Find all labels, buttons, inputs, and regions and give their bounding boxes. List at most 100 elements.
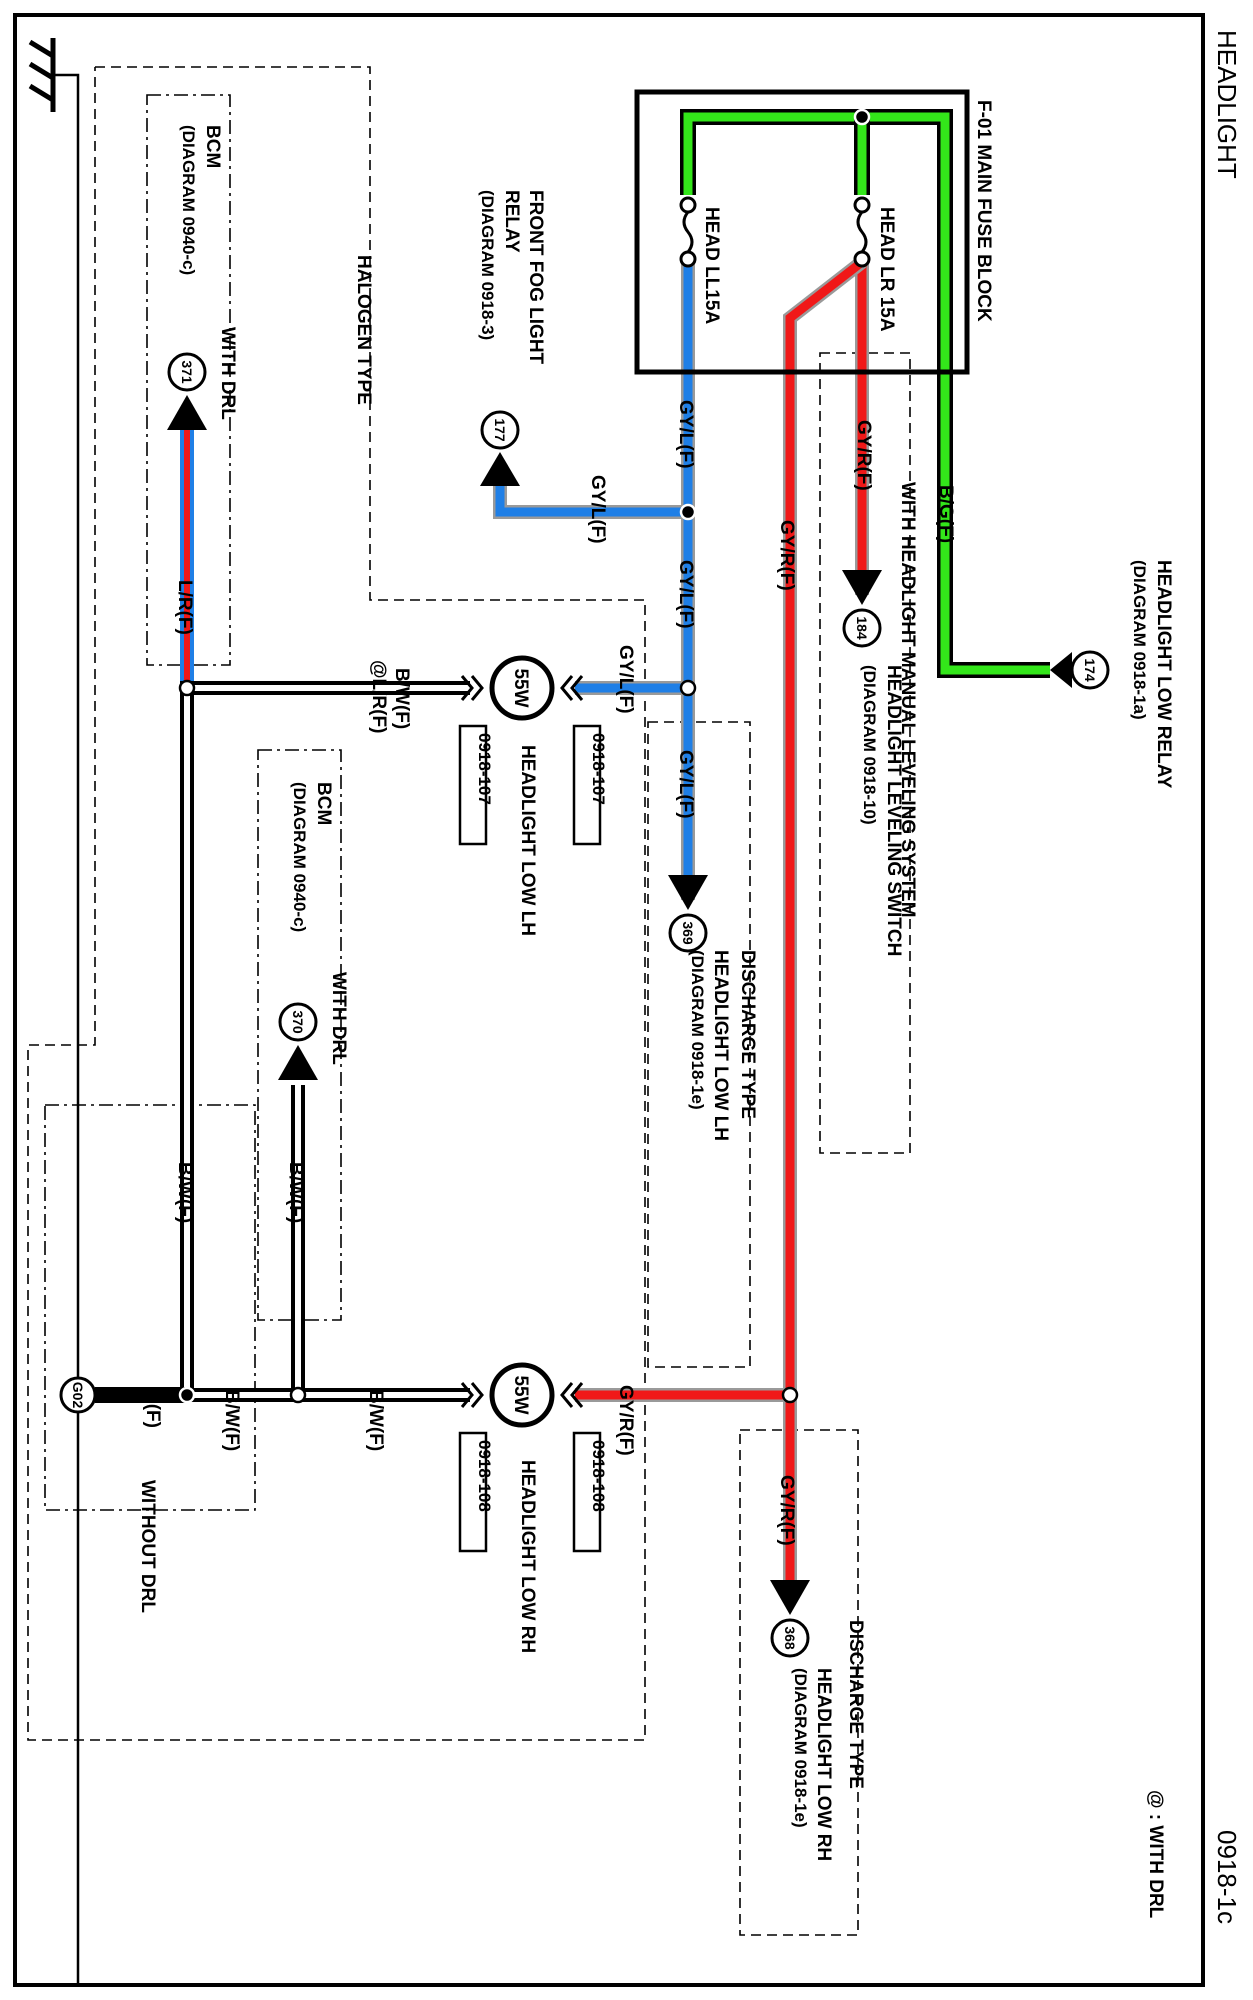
arrow-370-icon xyxy=(278,1045,318,1080)
connector-370-label: BCM xyxy=(313,782,334,825)
wire-label-bw-lh: B/W(F) xyxy=(391,668,412,729)
wire-label-gyr-lamp: GY/R(F) xyxy=(615,1385,636,1456)
connector-369-label: HEADLIGHT LOW LH xyxy=(710,950,731,1141)
connector-177-label2: RELAY xyxy=(501,190,522,253)
lamp-rh-connector-a: 0918-108 xyxy=(589,1440,608,1512)
arrow-174-icon xyxy=(1050,652,1072,688)
junction-bw-ground xyxy=(178,1386,196,1404)
lamp-rh-rating: 55W xyxy=(510,1375,531,1414)
fuses xyxy=(679,196,871,268)
wire-label-gyl-3: GY/L(F) xyxy=(675,750,696,819)
footnote-with-drl: @ : WITH DRL xyxy=(1145,1790,1166,1919)
lamp-lh-rating: 55W xyxy=(510,668,531,707)
junction-gyl-lamp xyxy=(679,679,697,697)
connector-371-id: 371 xyxy=(179,360,195,384)
wire-label-gyl-2: GY/L(F) xyxy=(675,560,696,629)
lamp-lh-connector-b: 0918-107 xyxy=(475,733,494,805)
connector-184-sub: (DIAGRAM 0918-10) xyxy=(860,665,879,825)
lamp-lh-chevron-left-a xyxy=(470,675,484,701)
connector-369-sub: (DIAGRAM 0918-1e) xyxy=(688,950,707,1110)
fuse-ll-label: HEAD LL15A xyxy=(701,207,722,324)
fuse-ll-icon-terminal-top xyxy=(679,196,697,214)
lamp-rh-connector-box-b xyxy=(458,1431,488,1553)
lamp-rh-chevron-left-b xyxy=(460,1382,474,1408)
lamp-rh-connector-b: 0918-108 xyxy=(475,1440,494,1512)
lamp-lh-chevron-right-b xyxy=(570,675,584,701)
connector-371-sub: (DIAGRAM 0940-c) xyxy=(179,125,198,275)
wire-label-bw-left: B/W(F) xyxy=(174,1162,195,1223)
fuse-lr-label: HEAD LR 15A xyxy=(876,207,897,332)
group-boxes xyxy=(27,66,911,1936)
connector-371-label: BCM xyxy=(202,125,223,168)
group-label-without-drl: WITHOUT DRL xyxy=(137,1480,158,1613)
fuse-ll-icon-element xyxy=(682,211,694,253)
group-label-manual-leveling: WITH HEADLIGHT MANUAL LEVELING SYSTEM xyxy=(897,482,918,918)
connector-labels: HEADLIGHT LOW RELAY (DIAGRAM 0918-1a) HE… xyxy=(179,125,1174,1861)
junction-gyl-fog xyxy=(679,503,697,521)
discharge-lh-box xyxy=(647,721,751,1368)
page-number: 0918-1c xyxy=(1212,1830,1242,1924)
lamp-labels: HEADLIGHT LOW LH HEADLIGHT LOW RH xyxy=(517,745,538,1653)
connector-368-sub: (DIAGRAM 0918-1e) xyxy=(791,1668,810,1828)
group-label-with-drl-370: WITH DRL xyxy=(328,972,349,1065)
page-title: HEADLIGHT xyxy=(1212,30,1242,179)
fuse-lr-icon-terminal-top xyxy=(853,196,871,214)
without-drl-box xyxy=(44,1104,256,1511)
wire-label-gyr-leveling: GY/R(F) xyxy=(853,420,874,491)
connector-184-id: 184 xyxy=(854,616,870,640)
wire-gyr-trunk-outline xyxy=(783,256,867,1600)
connector-174-id: 174 xyxy=(1082,658,1098,682)
wire-label-lr-drl: @L/R(F) xyxy=(368,660,389,733)
group-label-discharge-lh: DISCHARGE TYPE xyxy=(737,950,758,1119)
connector-370 xyxy=(278,1002,318,1042)
fuse-lr-icon-element xyxy=(856,211,868,253)
marks: 174184177369368371370G0255W0918-1070918-… xyxy=(28,38,1110,1658)
connector-177-label: FRONT FOG LIGHT xyxy=(525,190,546,365)
junction-bg xyxy=(853,108,871,126)
wire-label-gyl-fog: GY/L(F) xyxy=(587,475,608,544)
ground-g02-id: G02 xyxy=(70,1382,86,1409)
ground-symbol-icon xyxy=(28,38,56,112)
wire-label-bg: B/G(F) xyxy=(935,485,956,543)
wire-label-gyl-1: GY/L(F) xyxy=(675,400,696,469)
fuse-lr-icon-terminal-bottom xyxy=(853,250,871,268)
lamp-rh-icon xyxy=(489,1362,555,1428)
wire-label-bw-ground-2: B/W(F) xyxy=(365,1390,386,1451)
lamp-lh-connector-a: 0918-107 xyxy=(589,733,608,805)
connector-369 xyxy=(668,913,708,953)
wire-label-gyr-368: GY/R(F) xyxy=(776,1475,797,1546)
connector-368-label: HEADLIGHT LOW RH xyxy=(813,1668,834,1861)
wire-label-bw-370: B/W(F) xyxy=(285,1162,306,1223)
main-fuse-block xyxy=(634,89,970,375)
wire-label-bw-ground-1: B/W(F) xyxy=(221,1390,242,1451)
arrow-369-icon xyxy=(668,875,708,910)
connector-177-sub: (DIAGRAM 0918-3) xyxy=(478,190,497,340)
lamp-lh-chevron-right-a xyxy=(560,675,574,701)
arrow-177-icon xyxy=(480,452,520,486)
junction-lr-bw xyxy=(178,679,196,697)
discharge-rh-box xyxy=(739,1429,859,1936)
connector-371 xyxy=(167,352,207,392)
fuse-ll-icon-terminal-bottom xyxy=(679,250,697,268)
wire-label-b-ground: B(F) xyxy=(142,1390,163,1428)
wire-bg-bus xyxy=(683,112,1050,675)
lamp-rh-chevron-right-b xyxy=(570,1382,584,1408)
wire-label-lr: L/R(F) xyxy=(174,580,195,635)
wire-label-gyr-trunk: GY/R(F) xyxy=(776,520,797,591)
connector-174 xyxy=(1070,650,1110,690)
ground-symbol-tick-2 xyxy=(28,83,55,103)
lamp-lh-icon xyxy=(489,655,555,721)
lamp-rh-connector-box-a xyxy=(572,1431,602,1553)
wire-gyr-trunk xyxy=(785,258,865,1600)
lamp-lh-connector-box-a xyxy=(572,724,602,846)
connector-368 xyxy=(770,1618,810,1658)
lamp-rh-name: HEADLIGHT LOW RH xyxy=(517,1460,538,1653)
connector-184-label: HEADLIGHT LEVELING SWITCH xyxy=(883,665,904,956)
connector-369-id: 369 xyxy=(680,921,696,945)
arrow-184-icon xyxy=(842,570,882,605)
junction-bw-370 xyxy=(289,1386,307,1404)
connector-368-id: 368 xyxy=(782,1626,798,1650)
halogen-type-box xyxy=(27,66,646,1741)
wires xyxy=(55,73,1050,1985)
